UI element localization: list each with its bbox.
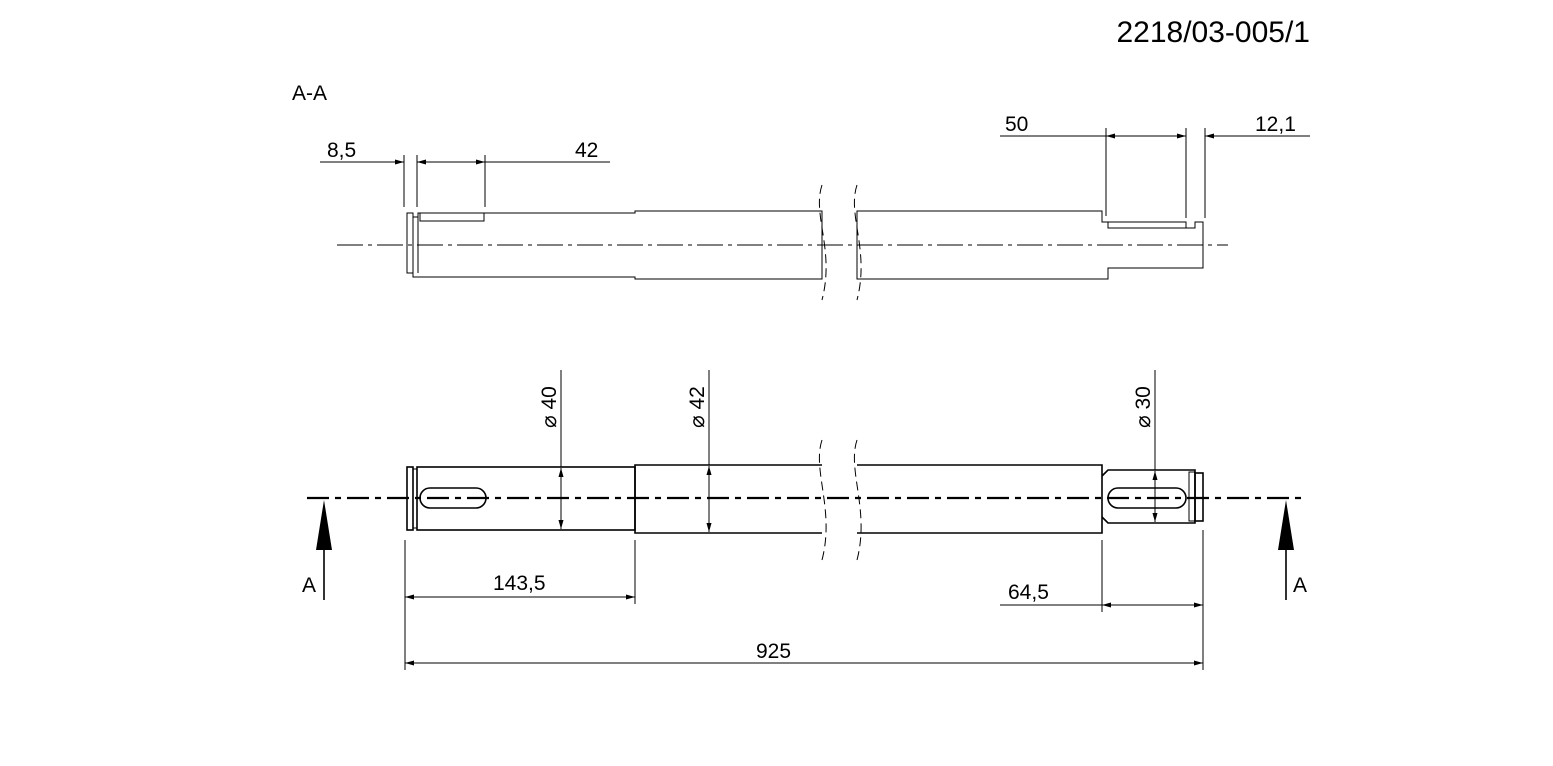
dim-dia-30: ⌀ 30 (1132, 370, 1158, 522)
break-line-top-right (853, 184, 862, 301)
svg-text:925: 925 (756, 640, 791, 663)
dim-groove-offset: 8,5 (320, 139, 418, 207)
svg-text:A: A (1293, 574, 1307, 597)
dim-left-step: 143,5 (404, 540, 636, 670)
keyway-right-section (1107, 221, 1187, 229)
svg-text:12,1: 12,1 (1255, 113, 1296, 136)
dim-overall-length: 925 (405, 640, 1203, 666)
dim-right-end-offset: 12,1 (1204, 113, 1310, 218)
section-label: A-A (292, 82, 327, 105)
section-arrow-left: A (302, 500, 332, 600)
svg-text:64,5: 64,5 (1008, 581, 1049, 604)
dim-right-step: 64,5 (1000, 530, 1204, 670)
svg-text:8,5: 8,5 (327, 139, 356, 162)
section-body-right (856, 210, 1204, 280)
break-line-top-left (818, 184, 827, 301)
front-view: A A ⌀ 40 ⌀ 42 ⌀ 30 143,5 (302, 370, 1307, 670)
dim-dia-40: ⌀ 40 (538, 370, 564, 529)
svg-text:⌀ 40: ⌀ 40 (538, 386, 561, 428)
break-line-bottom-right (853, 439, 862, 561)
svg-text:⌀ 42: ⌀ 42 (686, 386, 709, 428)
svg-text:143,5: 143,5 (493, 572, 546, 595)
dim-keyway-right: 50 (1000, 113, 1187, 218)
drawing-number: 2218/03-005/1 (1116, 16, 1310, 49)
svg-text:A: A (302, 574, 316, 597)
svg-text:50: 50 (1005, 113, 1028, 136)
svg-text:⌀ 30: ⌀ 30 (1132, 386, 1155, 428)
section-view: 8,5 42 50 12,1 (320, 113, 1310, 301)
keyway-left-section (419, 212, 485, 222)
shaft-segment-dia30 (1101, 469, 1196, 524)
dim-keyway-left: 42 (417, 139, 610, 207)
break-line-bottom-left (818, 439, 827, 561)
dim-dia-42: ⌀ 42 (686, 370, 712, 532)
svg-text:42: 42 (575, 139, 598, 162)
section-arrow-right: A (1278, 500, 1307, 600)
